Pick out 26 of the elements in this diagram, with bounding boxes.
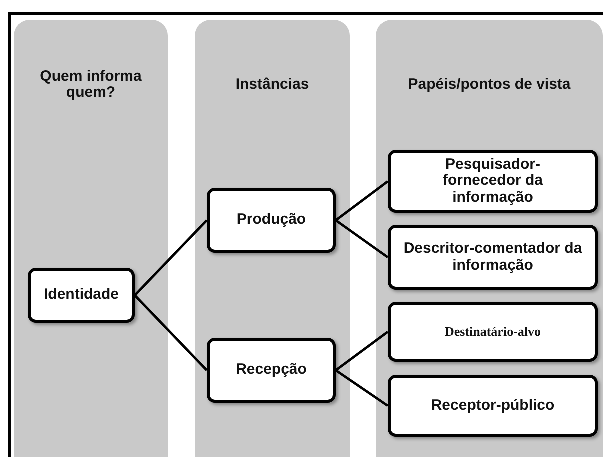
role-box — [388, 225, 598, 290]
connector-line — [335, 369, 389, 408]
box-label: Pesquisador-fornecedor da informação — [442, 156, 544, 206]
connector-line — [134, 220, 208, 296]
role-box — [28, 268, 135, 323]
column-heading: Instâncias — [234, 74, 310, 95]
role-box — [207, 188, 336, 253]
connector-line — [335, 331, 389, 372]
column-panel — [376, 20, 603, 457]
connector-line — [335, 219, 389, 259]
box-label: Identidade — [44, 287, 119, 304]
role-box — [388, 375, 598, 437]
connector-line — [134, 294, 208, 372]
role-box — [388, 302, 598, 362]
box-label: Receptor-público — [431, 398, 555, 414]
column-heading: Papéis/pontos de vista — [407, 74, 572, 95]
role-box — [207, 338, 336, 403]
connector-line — [335, 180, 389, 222]
box-label: Produção — [236, 212, 306, 229]
column-heading: Quem informa quem? — [39, 66, 143, 103]
box-label: Destinatário-alvo — [444, 324, 542, 340]
role-box — [388, 150, 598, 213]
box-label: Recepção — [236, 362, 307, 379]
box-label: Descritor-comentador da informação — [402, 241, 584, 274]
column-panel — [14, 20, 168, 457]
column-panel — [195, 20, 350, 457]
